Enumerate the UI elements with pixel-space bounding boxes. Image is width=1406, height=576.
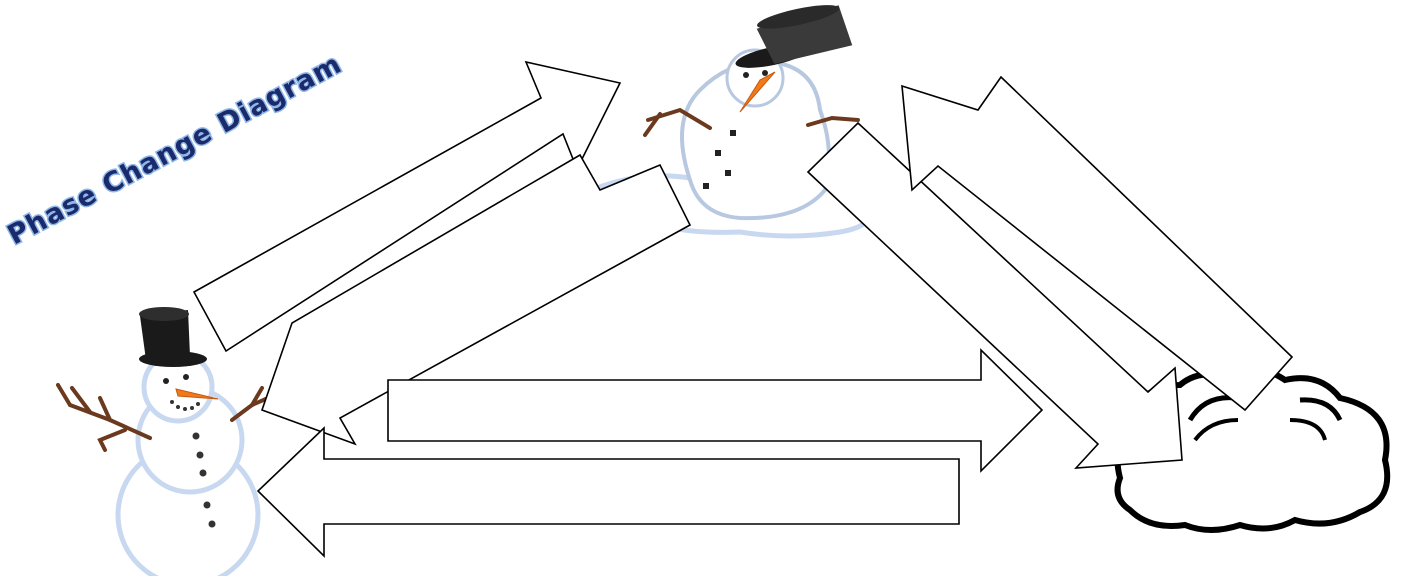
arrow-solid-to-gas: [388, 350, 1042, 471]
arrow-gas-to-solid: [258, 428, 959, 556]
diagram-title: Phase Change Diagram: [3, 48, 347, 251]
snowman-icon: [58, 307, 268, 576]
